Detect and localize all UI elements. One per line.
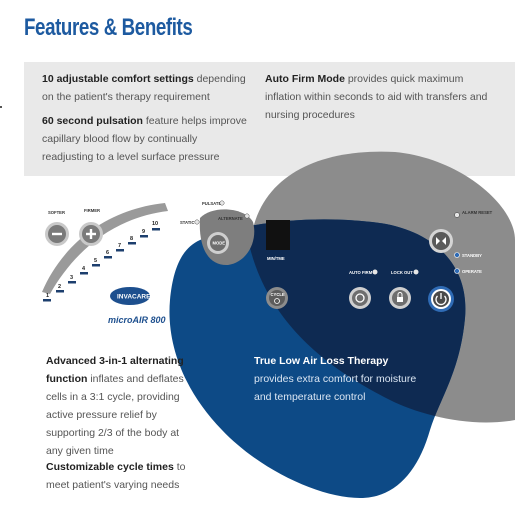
static-indicator bbox=[194, 219, 200, 225]
feature-comfort: 10 adjustable comfort settings depending… bbox=[42, 73, 246, 103]
alarm-reset-label: ALARM RESET bbox=[462, 210, 493, 215]
cycle-button[interactable]: CYCLE bbox=[266, 287, 288, 309]
feature-cycle-times: Customizable cycle times to meet patient… bbox=[46, 461, 186, 491]
svg-text:MODE: MODE bbox=[213, 241, 226, 246]
top-banner bbox=[24, 62, 515, 176]
power-icon bbox=[435, 295, 447, 306]
margin-mark bbox=[0, 106, 2, 108]
lock-icon bbox=[397, 297, 403, 302]
feature-pulsation: 60 second pulsation feature helps improv… bbox=[42, 115, 247, 163]
softer-label: SOFTER bbox=[48, 210, 65, 215]
feature-low-air-loss: True Low Air Loss Therapy provides extra… bbox=[254, 355, 417, 403]
level-label-7: 7 bbox=[118, 243, 121, 249]
level-label-5: 5 bbox=[94, 258, 97, 264]
lock-out-indicator bbox=[413, 269, 419, 275]
feature-auto-firm: Auto Firm Mode provides quick maximum in… bbox=[265, 73, 488, 121]
static-label: STATIC bbox=[180, 220, 195, 225]
comfort-arc bbox=[42, 203, 168, 294]
power-button[interactable] bbox=[428, 286, 454, 312]
comfort-levels bbox=[43, 228, 160, 302]
auto-firm-label: AUTO FIRM bbox=[349, 270, 373, 275]
level-label-6: 6 bbox=[106, 250, 109, 256]
feature-alternating: Advanced 3-in-1 alternating function inf… bbox=[46, 355, 184, 457]
timer-display bbox=[266, 220, 290, 250]
lock-out-button[interactable] bbox=[389, 287, 411, 309]
product-name: microAIR 800 bbox=[108, 315, 166, 325]
level-label-1: 1 bbox=[46, 293, 49, 299]
svg-text:CYCLE: CYCLE bbox=[271, 292, 285, 297]
level-label-9: 9 bbox=[142, 229, 145, 235]
firmer-label: FIRMER bbox=[84, 208, 100, 213]
level-label-8: 8 bbox=[130, 236, 133, 242]
invacare-logo: INVACARE bbox=[110, 287, 151, 305]
svg-text:INVACARE: INVACARE bbox=[117, 294, 151, 301]
alarm-reset-button[interactable] bbox=[429, 229, 453, 253]
lock-out-label: LOCK OUT bbox=[391, 270, 413, 275]
alternate-label: ALTERNATE bbox=[218, 216, 243, 221]
auto-firm-button[interactable] bbox=[349, 287, 371, 309]
firmer-button[interactable] bbox=[79, 222, 103, 246]
level-label-4: 4 bbox=[82, 266, 86, 272]
pulsate-indicator bbox=[219, 200, 225, 206]
softer-button[interactable] bbox=[45, 222, 69, 246]
min-tme-label: MIN/TME bbox=[267, 256, 285, 261]
pulsate-label: PULSATE bbox=[202, 201, 221, 206]
level-label-10: 10 bbox=[152, 221, 158, 227]
auto-firm-indicator bbox=[372, 269, 378, 275]
page-title: Features & Benefits bbox=[24, 14, 193, 41]
standby-label: STANDBY bbox=[462, 253, 482, 258]
operate-label: OPERATE bbox=[462, 269, 482, 274]
mode-button[interactable]: MODE bbox=[207, 232, 229, 254]
alternate-indicator bbox=[244, 213, 250, 219]
level-label-2: 2 bbox=[58, 284, 61, 290]
standby-indicator bbox=[454, 252, 460, 258]
operate-indicator bbox=[454, 268, 460, 274]
alarm-reset-indicator bbox=[454, 212, 460, 218]
level-label-3: 3 bbox=[70, 275, 73, 281]
